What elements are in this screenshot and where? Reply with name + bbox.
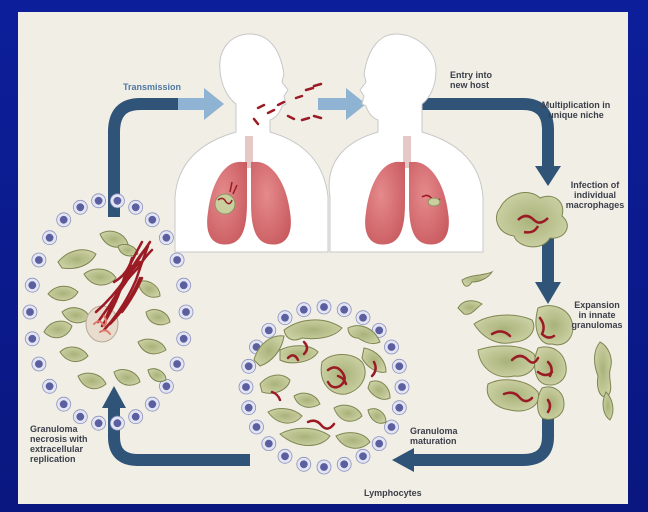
lymphocyte-nucleus bbox=[76, 203, 85, 212]
lymphocyte-nucleus bbox=[387, 343, 396, 351]
label-lymphocytes: Lymphocytes bbox=[364, 488, 422, 498]
infected-macrophage bbox=[496, 192, 568, 248]
lymphocyte-nucleus bbox=[299, 305, 308, 314]
lymphocyte-nucleus bbox=[398, 383, 406, 391]
lymphocyte-nucleus bbox=[375, 326, 384, 335]
lymphocyte-nucleus bbox=[395, 362, 404, 371]
cycle-arrowheads bbox=[102, 166, 561, 472]
diagram-panel: Transmission Entry into new host Multipl… bbox=[18, 12, 628, 504]
lymphocyte-nucleus bbox=[359, 452, 367, 461]
lymphocyte-nucleus bbox=[340, 460, 349, 469]
label-multiplication: Multiplication in unique niche bbox=[541, 100, 611, 120]
lymphocyte-nucleus bbox=[131, 203, 140, 212]
lymphocyte-nucleus bbox=[281, 452, 289, 461]
label-entry-into-new-host: Entry into new host bbox=[450, 70, 492, 90]
lymphocyte-nucleus bbox=[45, 233, 54, 242]
lymphocyte-nucleus bbox=[182, 308, 190, 316]
label-granuloma-maturation: Granuloma maturation bbox=[410, 426, 458, 446]
lymphocyte-nucleus bbox=[375, 439, 384, 448]
lymphocyte-nucleus bbox=[162, 233, 171, 242]
lymphocyte-nucleus bbox=[179, 281, 188, 290]
lymphocyte-nucleus bbox=[281, 313, 289, 322]
lymphocyte-nucleus bbox=[173, 256, 182, 264]
lymphocyte-nucleus bbox=[26, 308, 34, 316]
transmission-arrows bbox=[178, 88, 366, 120]
lymphocyte-nucleus bbox=[35, 360, 43, 368]
lymphocyte-nucleus bbox=[242, 383, 250, 391]
lung-left-host bbox=[365, 161, 405, 245]
lymphocyte-nucleus bbox=[94, 196, 103, 205]
arrowhead-left-1 bbox=[392, 448, 414, 472]
lymphocyte-nucleus bbox=[252, 423, 261, 431]
lymphocyte-nucleus bbox=[395, 403, 404, 412]
lymphocyte-nucleus bbox=[94, 419, 103, 428]
label-expansion: Expansion in innate granulomas bbox=[571, 300, 623, 330]
extracellular-bacteria bbox=[94, 240, 154, 332]
label-transmission: Transmission bbox=[123, 82, 182, 92]
lymphocyte-nucleus bbox=[320, 303, 328, 311]
lymphocyte-nucleus bbox=[173, 360, 182, 368]
lymphocyte-nucleus bbox=[113, 196, 122, 205]
lymphocyte-nucleus bbox=[59, 215, 68, 224]
lymphocyte-nucleus bbox=[45, 382, 54, 391]
arrow-entry-to-multiplication bbox=[422, 98, 554, 167]
arrow-maturation-to-necrosis bbox=[108, 407, 250, 466]
necrotic-granuloma bbox=[22, 193, 194, 431]
label-infection-of-macrophages: Infection of individual macrophages bbox=[565, 180, 625, 210]
mature-granuloma bbox=[238, 299, 410, 475]
lymphocyte-nucleus bbox=[340, 305, 349, 314]
innate-granuloma bbox=[457, 270, 614, 421]
lymphocyte-nucleus bbox=[28, 281, 37, 290]
innate-granuloma-bacteria bbox=[490, 316, 556, 414]
lymphocyte-nucleus bbox=[299, 460, 308, 469]
label-granuloma-necrosis: Granuloma necrosis with extracellular re… bbox=[30, 424, 88, 464]
arrow-expansion-to-maturation bbox=[413, 412, 554, 466]
lymphocyte-nucleus bbox=[320, 463, 328, 471]
arrowhead-down-1 bbox=[535, 166, 561, 186]
lymphocyte-nucleus bbox=[359, 313, 367, 322]
lymphocyte-nucleus bbox=[387, 423, 396, 431]
lymphocyte-nucleus bbox=[244, 362, 253, 371]
lymphocyte-nucleus bbox=[179, 334, 188, 343]
lymphocyte-nucleus bbox=[148, 400, 157, 409]
human-silhouette-host bbox=[328, 33, 484, 253]
lymphocyte-nucleus bbox=[113, 419, 122, 428]
arrow-necrosis-to-transmission bbox=[108, 98, 198, 217]
lymphocyte-nucleus bbox=[59, 400, 68, 409]
lymphocyte-nucleus bbox=[264, 326, 273, 335]
arrowhead-down-2 bbox=[535, 282, 561, 304]
tb-cycle-diagram bbox=[22, 33, 614, 475]
lymphocyte-nucleus bbox=[148, 215, 157, 224]
lymphocyte-nucleus bbox=[35, 256, 43, 264]
lymphocyte-nucleus bbox=[28, 334, 37, 343]
human-silhouette-source bbox=[174, 33, 329, 253]
lung-right-source bbox=[251, 161, 291, 245]
arrowhead-up-1 bbox=[102, 386, 126, 408]
lymphocyte-nucleus bbox=[162, 382, 171, 391]
lymphocyte-nucleus bbox=[264, 439, 273, 448]
lymphocyte-nucleus bbox=[76, 412, 85, 421]
lymphocyte-nucleus bbox=[244, 403, 253, 412]
lymphocyte-nucleus bbox=[131, 412, 140, 421]
